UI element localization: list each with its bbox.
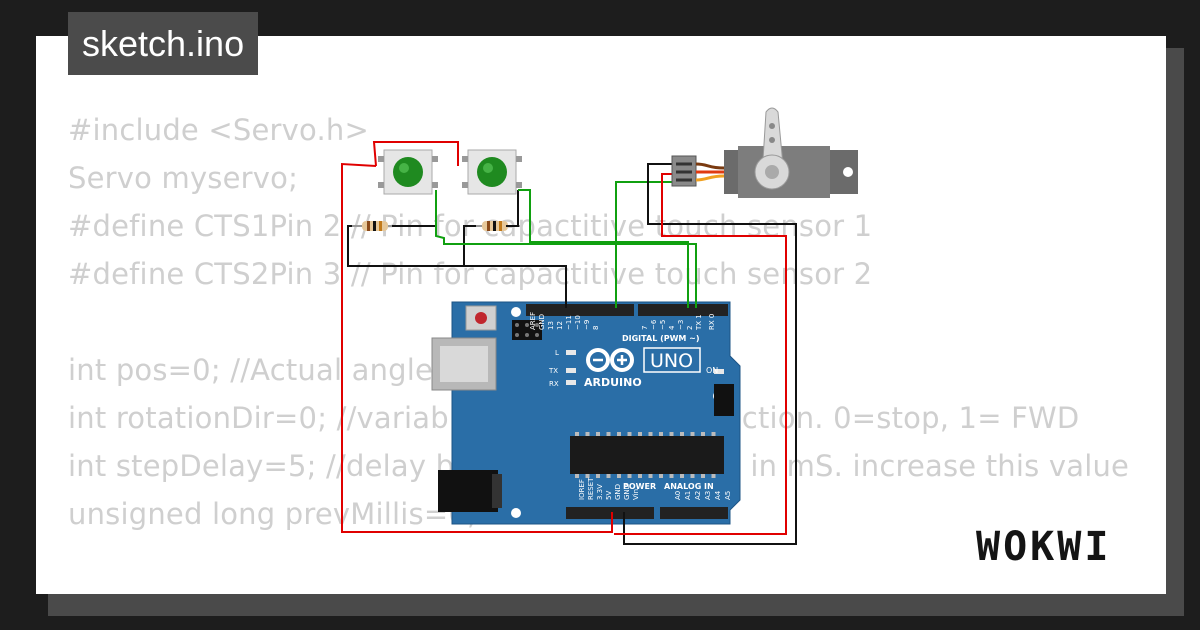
chip-pin xyxy=(711,432,716,436)
chip-pin xyxy=(690,474,695,478)
pin-label: A3 xyxy=(704,491,712,500)
chip-pin xyxy=(701,432,705,436)
chip-pin xyxy=(669,432,674,436)
pin-label: 4 xyxy=(668,325,676,330)
pin-label: 13 xyxy=(547,321,555,330)
pin-label: A0 xyxy=(674,491,682,500)
pushbutton-1[interactable] xyxy=(378,149,438,195)
pin-label: GND xyxy=(614,484,622,500)
arduino-board[interactable]: UNO ARDUINO DIGITAL (PWM ~) POWER ANALOG… xyxy=(431,301,741,525)
pin-label: IOREF xyxy=(578,479,586,500)
pin-label: 5V xyxy=(605,491,613,500)
pin-label: AREF xyxy=(529,312,537,330)
power-label: POWER xyxy=(623,482,656,491)
chip-pin xyxy=(617,432,621,436)
chip-pin xyxy=(585,432,590,436)
chip-pin xyxy=(627,432,632,436)
pushbutton-2[interactable] xyxy=(462,149,522,195)
pin-label: ~5 xyxy=(659,320,667,330)
pin-label: GND xyxy=(538,314,546,330)
pin-label: TX 1 xyxy=(695,314,703,331)
digital-label: DIGITAL (PWM ~) xyxy=(622,334,700,343)
chip-pin xyxy=(617,474,621,478)
pin-label: A5 xyxy=(724,491,732,500)
pin-label: ~11 xyxy=(565,315,573,330)
resistor-1[interactable] xyxy=(352,221,396,231)
pin-label: 2 xyxy=(686,326,694,330)
pin-label: Vin xyxy=(632,489,640,500)
chip-pin xyxy=(627,474,632,478)
code-line: void setup() { xyxy=(68,586,1166,594)
chip-pin xyxy=(680,432,684,436)
chip-pin xyxy=(669,474,674,478)
chip-pin xyxy=(638,474,642,478)
chip-pin xyxy=(659,432,663,436)
chip-pin xyxy=(585,474,590,478)
chip-pin xyxy=(596,474,600,478)
code-line: #define CTS2Pin 3 // Pin for capactitive… xyxy=(68,257,873,291)
code-line: Servo myservo; xyxy=(68,161,299,195)
board-model: UNO xyxy=(650,350,693,372)
chip-pin xyxy=(606,432,611,436)
pin-label: A4 xyxy=(714,490,722,500)
pin-label: A1 xyxy=(684,491,692,500)
analog-label: ANALOG IN xyxy=(664,482,714,491)
chip-pin xyxy=(659,474,663,478)
led-l-label: L xyxy=(555,349,559,357)
servo-motor[interactable] xyxy=(671,107,858,198)
pin-label: GND xyxy=(623,484,631,500)
pin-label: 3.3V xyxy=(596,484,604,500)
chip-pin xyxy=(701,474,705,478)
chip-pin xyxy=(690,432,695,436)
wokwi-logo: WOKWI xyxy=(976,524,1112,570)
chip-pin xyxy=(606,474,611,478)
code-line: unsigned long prevMillis=0; xyxy=(68,497,477,531)
pin-label: RESET xyxy=(587,477,595,500)
on-label: ON xyxy=(706,366,718,375)
code-line: #include <Servo.h> xyxy=(68,113,369,147)
chip-pin xyxy=(648,432,653,436)
chip-pin xyxy=(648,474,653,478)
pin-label: 8 xyxy=(592,326,600,330)
pin-label: A2 xyxy=(694,491,702,500)
pin-label: ~9 xyxy=(583,320,591,330)
chip-pin xyxy=(711,474,716,478)
pin-label: ~10 xyxy=(574,315,582,330)
arduino-logo-icon xyxy=(586,348,634,372)
chip-pin xyxy=(638,432,642,436)
pin-label: RX 0 xyxy=(708,314,716,330)
pin-label: 12 xyxy=(556,321,564,330)
sketch-title: sketch.ino xyxy=(68,12,259,75)
board-brand: ARDUINO xyxy=(584,376,642,389)
chip-pin xyxy=(575,432,579,436)
led-rx-label: RX xyxy=(549,380,559,388)
chip-pin xyxy=(596,432,600,436)
pin-label: 7 xyxy=(641,326,649,330)
code-line: int stepDelay=5; //delay between servo s… xyxy=(68,449,1130,483)
chip-pin xyxy=(575,474,579,478)
led-tx-label: TX xyxy=(548,367,558,375)
pin-label: ~3 xyxy=(677,320,685,330)
pin-label: ~6 xyxy=(650,319,658,330)
chip-pin xyxy=(680,474,684,478)
